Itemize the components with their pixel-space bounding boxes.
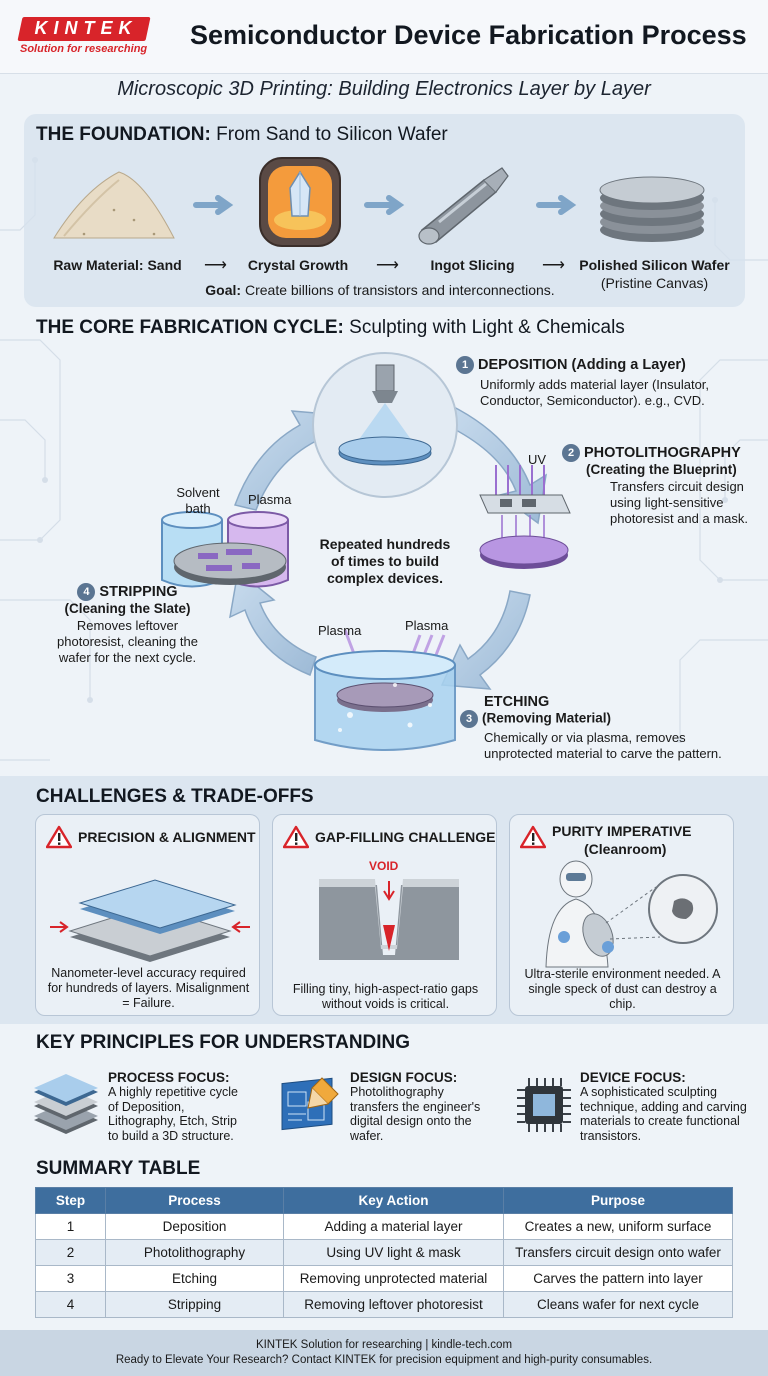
warning-icon: [46, 825, 72, 849]
ingot-icon: [418, 167, 509, 245]
table-cell: Cleans wafer for next cycle: [503, 1291, 733, 1318]
chip-icon: [517, 1078, 571, 1132]
foundation-arrow-2: ⟶: [376, 257, 399, 274]
crystal-furnace-icon: [259, 157, 341, 247]
challenge-card-precision: PRECISION & ALIGNMENT Nanometer-level ac…: [35, 814, 260, 1016]
table-cell: 1: [35, 1213, 106, 1240]
table-cell: 4: [35, 1291, 106, 1318]
challenge-card-purity: PURITY IMPERATIVE (Cleanroom) Ultra-ster…: [509, 814, 734, 1016]
step-number-1: 1: [456, 356, 474, 374]
foundation-step-ingot: Ingot Slicing: [430, 257, 515, 273]
photolithography-illustration: [479, 465, 571, 569]
footer-cta: Ready to Elevate Your Research? Contact …: [115, 1354, 653, 1366]
table-header-step: Step: [35, 1187, 106, 1214]
foundation-title: THE FOUNDATION: From Sand to Silicon Waf…: [36, 124, 448, 145]
foundation-step-wafer: Polished Silicon Wafer: [579, 257, 730, 273]
label-plasma-strip: Plasma: [248, 492, 292, 507]
page-header: KINTEK Solution for researching Semicond…: [0, 0, 768, 74]
table-cell: Using UV light & mask: [283, 1239, 504, 1266]
challenge-text-gap-filling: Filling tiny, high-aspect-ratio gaps wit…: [292, 982, 479, 1011]
warning-icon: [283, 825, 309, 849]
table-cell: Transfers circuit design onto wafer: [503, 1239, 733, 1266]
principle-text-design: Photolithography transfers the engineer'…: [350, 1085, 481, 1143]
table-row: 4 Stripping Removing leftover photoresis…: [35, 1291, 733, 1318]
challenge-title-purity: PURITY IMPERATIVE: [552, 823, 692, 839]
sand-pile-icon: [53, 171, 175, 239]
principle-text-process: A highly repetitive cycle of Deposition,…: [108, 1085, 238, 1143]
foundation-goal: Goal: Create billions of transistors and…: [205, 282, 555, 298]
void-label: VOID: [369, 859, 399, 873]
summary-title: SUMMARY TABLE: [36, 1158, 201, 1179]
challenge-text-precision: Nanometer-level accuracy required for hu…: [47, 966, 250, 1010]
blueprint-icon: [281, 1077, 339, 1131]
table-row: 3 Etching Removing unprotected material …: [35, 1265, 733, 1292]
challenge-sub-purity: (Cleanroom): [584, 841, 667, 857]
logo-word: KINTEK: [34, 18, 138, 38]
stripping-illustration: [161, 511, 289, 588]
table-cell: Photolithography: [105, 1239, 284, 1266]
step-number-2: 2: [562, 444, 580, 462]
table-row: 1 Deposition Adding a material layer Cre…: [35, 1213, 733, 1240]
challenge-title-gap-filling: GAP-FILLING CHALLENGE: [315, 829, 496, 845]
foundation-step-crystal: Crystal Growth: [247, 257, 349, 273]
deposition-illustration: [312, 352, 458, 498]
table-header-key-action: Key Action: [283, 1187, 504, 1214]
table-cell: Creates a new, uniform surface: [503, 1213, 733, 1240]
principle-title-process: PROCESS FOCUS:: [108, 1070, 230, 1085]
step-number-3: 3: [460, 710, 478, 728]
logo-tagline: Solution for researching: [20, 43, 148, 55]
table-cell: Deposition: [105, 1213, 284, 1240]
gap-trench-icon: [319, 879, 459, 960]
cycle-center-text: Repeated hundreds of times to build comp…: [319, 536, 451, 586]
cycle-step-etching: ETCHING 3(Removing Material) Chemically …: [460, 694, 760, 762]
challenge-text-purity: Ultra-sterile environment needed. A sing…: [524, 967, 721, 1011]
challenge-card-gap-filling: GAP-FILLING CHALLENGE VOID Filling tiny,…: [272, 814, 497, 1016]
principle-title-device: DEVICE FOCUS:: [580, 1070, 686, 1085]
table-cell: Removing leftover photoresist: [283, 1291, 504, 1318]
page-title: Semiconductor Device Fabrication Process: [190, 20, 747, 50]
wafer-stack-icon: [599, 176, 705, 242]
cycle-diagram: [161, 352, 571, 751]
table-cell: Carves the pattern into layer: [503, 1265, 733, 1292]
summary-table: Step Process Key Action Purpose 1 Deposi…: [35, 1187, 733, 1318]
label-plasma-etch-a: Plasma: [318, 623, 362, 638]
table-header-row: Step Process Key Action Purpose: [35, 1187, 733, 1214]
challenges-title: CHALLENGES & TRADE-OFFS: [36, 786, 314, 807]
label-plasma-etch-b: Plasma: [405, 618, 449, 633]
alignment-layers-icon: [50, 879, 250, 962]
table-header-purpose: Purpose: [503, 1187, 733, 1214]
table-header-process: Process: [105, 1187, 284, 1214]
foundation-arrow-3: ⟶: [542, 257, 565, 274]
table-cell: Etching: [105, 1265, 284, 1292]
foundation-step-wafer-sub: (Pristine Canvas): [600, 275, 709, 291]
table-cell: Adding a material layer: [283, 1213, 504, 1240]
cycle-title: THE CORE FABRICATION CYCLE: Sculpting wi…: [36, 317, 625, 338]
table-cell: Stripping: [105, 1291, 284, 1318]
layer-stack-icon: [34, 1074, 98, 1134]
warning-icon: [520, 825, 546, 849]
label-uv: UV: [528, 452, 547, 467]
cleanroom-worker-icon: [545, 860, 718, 968]
etching-illustration: [314, 629, 456, 751]
label-solvent-bath: Solvent bath: [176, 485, 220, 516]
page-footer: KINTEK Solution for researching | kindle…: [0, 1330, 768, 1376]
foundation-step-sand: Raw Material: Sand: [53, 257, 182, 273]
kintek-logo[interactable]: KINTEK Solution for researching: [17, 15, 160, 59]
principles-title: KEY PRINCIPLES FOR UNDERSTANDING: [36, 1032, 411, 1053]
foundation-illustrations: [53, 157, 705, 247]
challenge-title-precision: PRECISION & ALIGNMENT: [78, 829, 256, 845]
table-cell: 3: [35, 1265, 106, 1292]
table-cell: 2: [35, 1239, 106, 1266]
table-row: 2 Photolithography Using UV light & mask…: [35, 1239, 733, 1266]
page-subtitle: Microscopic 3D Printing: Building Electr…: [117, 78, 651, 100]
principle-title-design: DESIGN FOCUS:: [350, 1070, 458, 1085]
foundation-arrow-1: ⟶: [204, 257, 227, 274]
table-cell: Removing unprotected material: [283, 1265, 504, 1292]
footer-contact-link[interactable]: KINTEK Solution for researching | kindle…: [255, 1339, 513, 1351]
step-number-4: 4: [77, 583, 96, 601]
principle-text-device: A sophisticated sculpting technique, add…: [580, 1085, 747, 1143]
